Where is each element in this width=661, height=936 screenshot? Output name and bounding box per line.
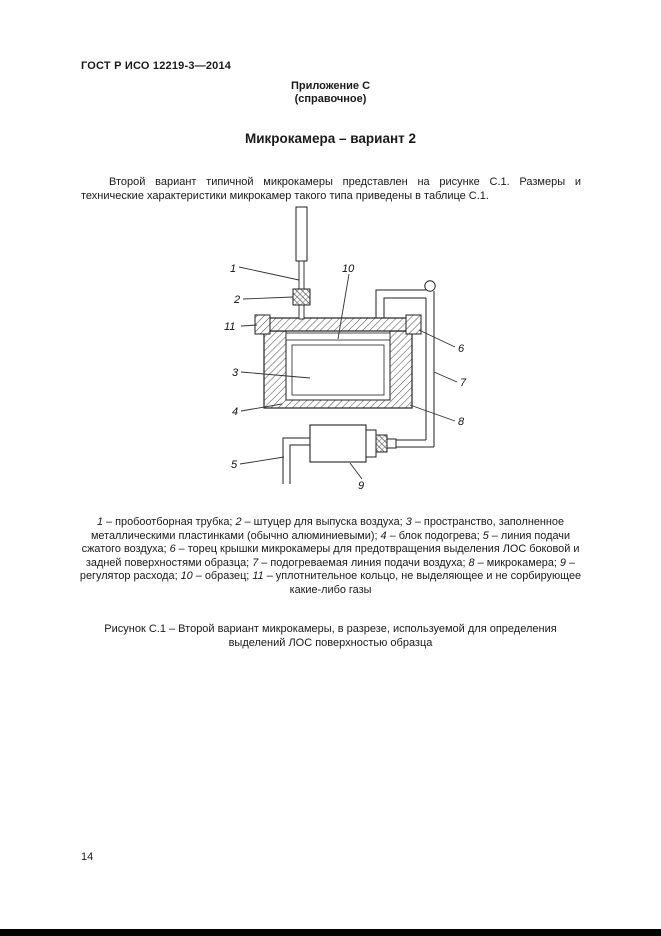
callout-5: 5 — [231, 459, 238, 471]
callout-7: 7 — [460, 377, 467, 389]
leader-lines — [238, 266, 458, 480]
legend-item-number: 8 — [468, 556, 475, 569]
legend-item: 8 – микрокамера; — [468, 556, 560, 569]
legend-item: 10 – образец; — [180, 570, 253, 582]
lid-left-seal — [254, 314, 271, 335]
callout-10: 10 — [342, 263, 355, 275]
callout-4: 4 — [232, 406, 238, 418]
lid-right-end — [405, 314, 422, 335]
legend-item-number: 7 — [252, 556, 259, 569]
legend-item: 1 – пробоотборная трубка; — [96, 516, 236, 528]
heated-air-line — [375, 280, 436, 448]
legend-item-number: 11 — [252, 570, 264, 582]
compressed-air-line — [282, 437, 310, 484]
legend-item-number: 4 — [380, 529, 387, 542]
legend-item: 11 – уплотнительное кольцо, не выделяюще… — [252, 570, 582, 596]
legend-item: 7 – подогреваемая линия подачи воздуха; — [252, 556, 469, 569]
legend-item-number: 10 — [180, 570, 193, 582]
pipe-ball-joint — [424, 280, 436, 292]
callout-2: 2 — [233, 294, 240, 306]
metal-plates-space — [291, 344, 385, 396]
callout-1: 1 — [230, 263, 236, 275]
sampling-tube — [295, 206, 308, 320]
chamber-body — [263, 330, 413, 409]
outlet-fitting — [292, 288, 311, 306]
legend-item: 2 – штуцер для выпуска воздуха; — [235, 516, 406, 528]
legend-item-number: 3 — [405, 516, 412, 528]
appendix-heading: Приложение С (справочное) — [0, 80, 661, 105]
appendix-note: (справочное) — [294, 92, 367, 105]
document-header: ГОСТ Р ИСО 12219-3—2014 — [81, 60, 232, 72]
chamber-lid — [254, 314, 422, 335]
microchamber-diagram: 1 2 11 3 4 5 10 6 7 8 9 — [224, 206, 467, 492]
intro-paragraph: Второй вариант типичной микрокамеры пред… — [81, 176, 581, 202]
legend-item-number: 9 — [559, 556, 566, 569]
legend-item-number: 6 — [169, 543, 176, 555]
callout-labels: 1 2 11 3 4 5 10 6 7 8 9 — [224, 263, 467, 492]
figure-caption: Рисунок С.1 – Второй вариант микрокамеры… — [104, 623, 557, 649]
legend-item-number: 5 — [482, 529, 489, 542]
legend-item: 5 – линия подачи сжатого воздуха; — [81, 529, 571, 556]
callout-11: 11 — [224, 321, 235, 333]
callout-9: 9 — [358, 480, 364, 492]
callout-6: 6 — [458, 343, 465, 355]
appendix-label: Приложение С — [290, 80, 371, 92]
section-title: Микрокамера – вариант 2 — [244, 131, 417, 146]
legend-item: 3 – пространство, заполненное металличес… — [90, 516, 565, 542]
legend-item-number: 1 — [96, 516, 104, 528]
flow-regulator — [309, 424, 397, 463]
legend-item: 6 – торец крышки микрокамеры для предотв… — [85, 543, 580, 569]
legend-item-number: 2 — [235, 516, 242, 528]
legend-item: 9 – регулятор расхода; — [79, 556, 576, 583]
regulator-fitting — [375, 434, 388, 453]
callout-8: 8 — [458, 416, 465, 428]
legend-item: 4 – блок подогрева; — [380, 529, 483, 542]
callout-3: 3 — [232, 367, 239, 379]
figure: 1 2 11 3 4 5 10 6 7 8 9 — [222, 202, 472, 497]
figure-legend: 1 – пробоотборная трубка; 2 – штуцер для… — [75, 516, 586, 597]
bottom-edge-bar — [0, 929, 661, 936]
page-number: 14 — [81, 851, 94, 863]
